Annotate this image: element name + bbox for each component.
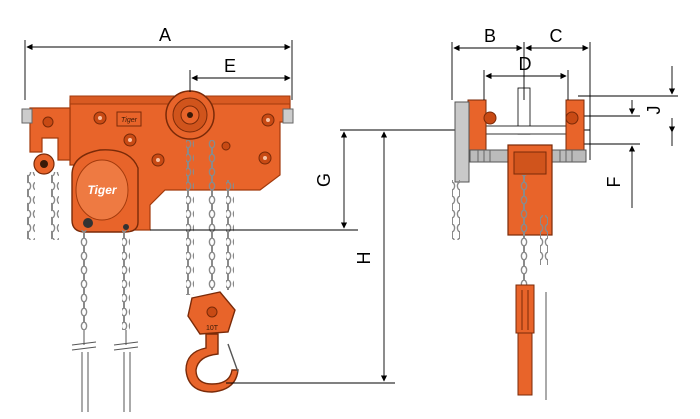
- brand-plate-text: Tiger: [121, 117, 138, 124]
- hand-chain-left-2: [51, 172, 59, 240]
- front-left-plate: [467, 99, 487, 159]
- upper-sheave: [165, 90, 215, 140]
- hook-capacity-text: 10T: [206, 325, 219, 332]
- label-A: A: [159, 25, 171, 45]
- side-view: Tiger Tiger: [21, 90, 294, 412]
- front-hook: [515, 284, 547, 400]
- block-brand-text: Tiger: [87, 183, 117, 197]
- load-chain-1: [186, 140, 194, 295]
- bottom-hook-block: 10T: [185, 291, 239, 393]
- label-F: F: [604, 177, 624, 188]
- front-view: [340, 87, 678, 400]
- label-B: B: [484, 26, 496, 46]
- end-stop-right: [282, 108, 294, 124]
- load-chain-2: [208, 140, 216, 290]
- label-D: D: [519, 54, 532, 74]
- trolley-hand-wheel: [33, 153, 55, 175]
- chain-drop-lines: [71, 330, 139, 412]
- dimension-labels: A E B C D G H J F: [159, 25, 664, 265]
- dimensions: [24, 40, 676, 384]
- front-right-plate: [565, 99, 585, 159]
- front-load-chain: [520, 175, 528, 285]
- label-G: G: [314, 173, 334, 187]
- front-hand-chain: [452, 180, 460, 240]
- label-J: J: [644, 106, 664, 115]
- front-hand-chain-2: [540, 215, 548, 265]
- brand-plate: [116, 111, 142, 127]
- front-gear-wheel: [454, 101, 470, 183]
- gear-arm: [29, 107, 71, 161]
- label-H: H: [354, 252, 374, 265]
- end-stop-left: [21, 108, 33, 124]
- hand-chain-hoist-2: [122, 230, 130, 330]
- label-E: E: [224, 56, 236, 76]
- hand-chain-hoist-1: [80, 230, 88, 330]
- hand-chain-left-1: [27, 172, 35, 240]
- load-chain-3: [226, 180, 234, 290]
- label-C: C: [550, 26, 563, 46]
- hoist-block: Tiger: [71, 149, 139, 233]
- beam-flange: [483, 125, 571, 135]
